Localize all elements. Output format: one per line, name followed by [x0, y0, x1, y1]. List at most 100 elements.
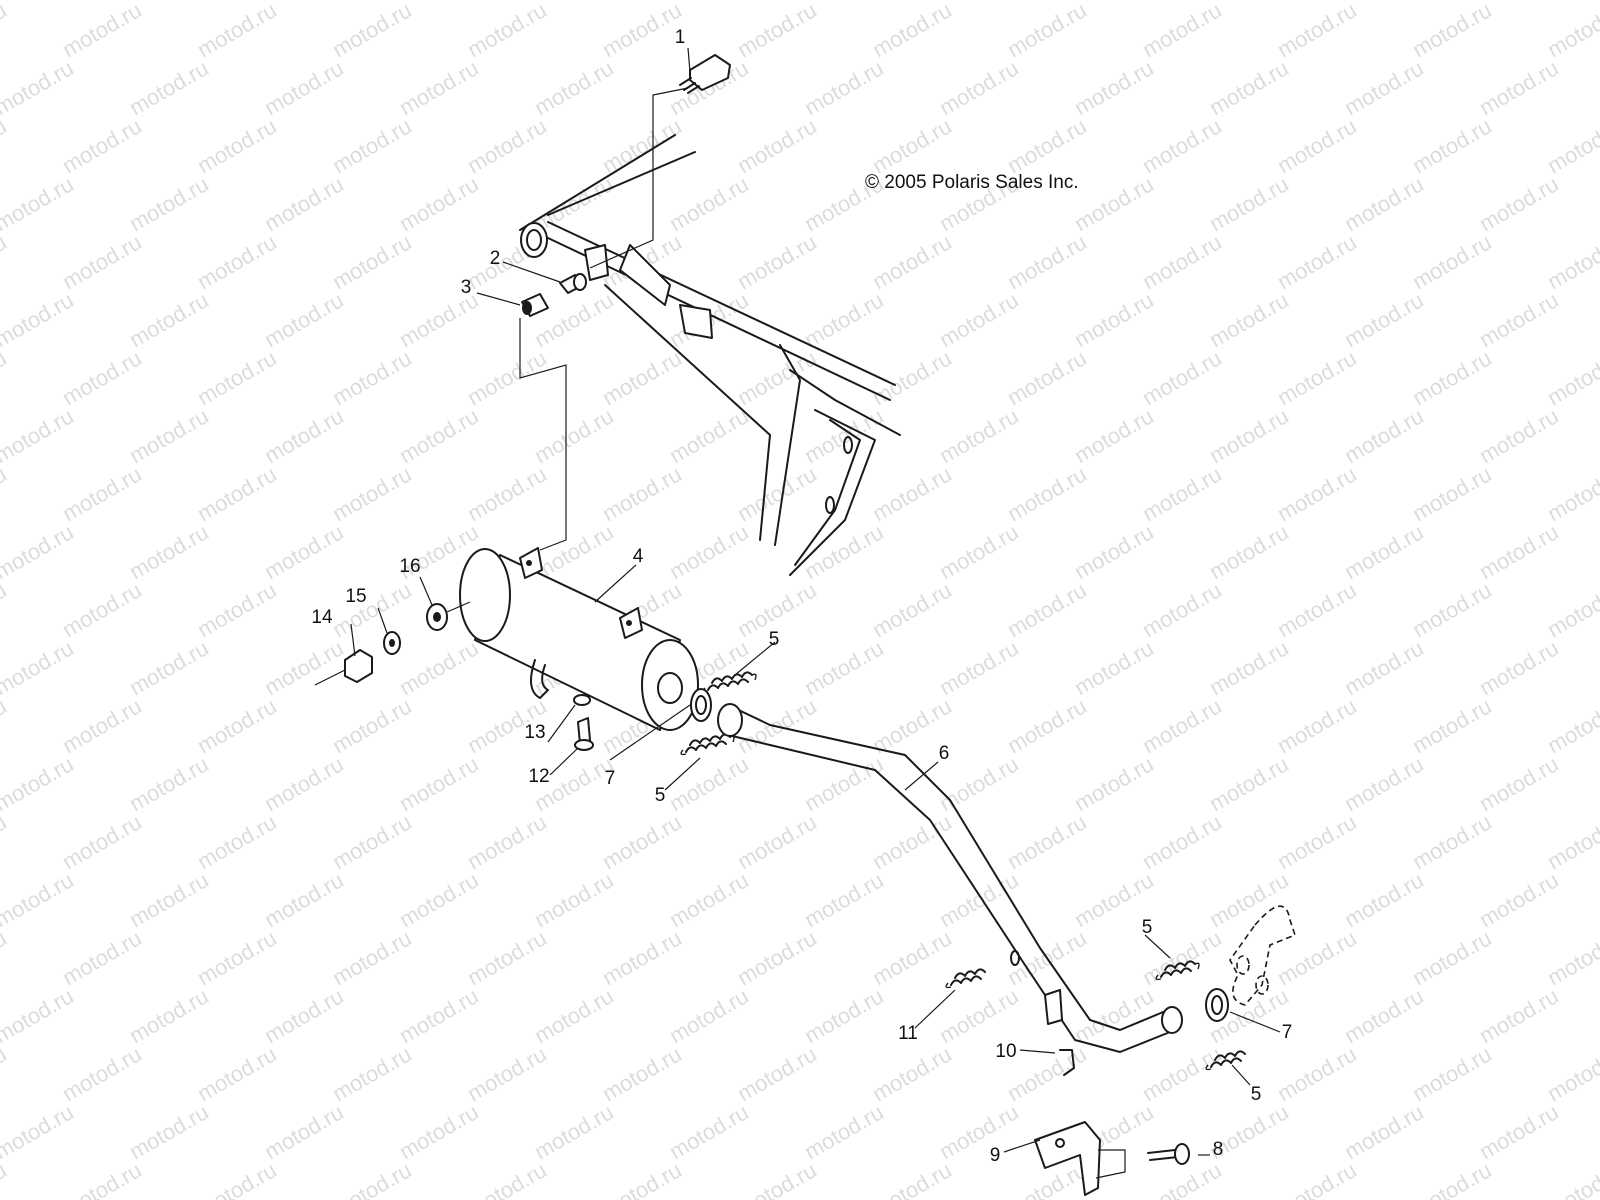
watermark-text: motod.ru [1003, 345, 1091, 410]
watermark-text: motod.ru [1475, 0, 1563, 4]
watermark-text: motod.ru [1340, 287, 1428, 352]
watermark-text: motod.ru [1543, 0, 1600, 62]
callout-11: 11 [898, 1023, 918, 1044]
watermark-text: motod.ru [1138, 113, 1226, 178]
watermark-text: motod.ru [1340, 171, 1428, 236]
watermark-text: motod.ru [1273, 0, 1361, 62]
watermark-text: motod.ru [1273, 229, 1361, 294]
callout-12: 12 [528, 766, 549, 787]
callout-5d: 5 [1251, 1084, 1262, 1105]
watermark-text: motod.ru [58, 693, 146, 758]
part-6-head-pipe [717, 703, 1183, 1053]
watermark-text: motod.ru [800, 403, 888, 468]
watermark-text: motod.ru [598, 461, 686, 526]
watermark-text: motod.ru [1543, 809, 1600, 874]
watermark-text: motod.ru [260, 983, 348, 1048]
watermark-text: motod.ru [58, 809, 146, 874]
watermark-text: motod.ru [463, 113, 551, 178]
watermark-text: motod.ru [328, 229, 416, 294]
watermark-text: motod.ru [1543, 461, 1600, 526]
watermark-text: motod.ru [1273, 1041, 1361, 1106]
watermark-text: motod.ru [868, 1157, 956, 1200]
watermark-text: motod.ru [0, 635, 78, 700]
watermark-text: motod.ru [463, 809, 551, 874]
watermark-text: motod.ru [0, 171, 78, 236]
watermark-text: motod.ru [0, 867, 78, 932]
watermark-text: motod.ru [868, 1041, 956, 1106]
watermark-text: motod.ru [1273, 809, 1361, 874]
watermark-text: motod.ru [193, 345, 281, 410]
watermark-text: motod.ru [598, 0, 686, 62]
watermark-text: motod.ru [0, 809, 11, 874]
watermark-text: motod.ru [733, 113, 821, 178]
watermark-text: motod.ru [530, 403, 618, 468]
watermark-text: motod.ru [1070, 287, 1158, 352]
watermark-text: motod.ru [193, 925, 281, 990]
copyright-notice: © 2005 Polaris Sales Inc. [865, 172, 1079, 193]
watermark-text: motod.ru [260, 0, 348, 4]
watermark-text: motod.ru [260, 867, 348, 932]
callout-1: 1 [675, 27, 686, 48]
watermark-text: motod.ru [193, 693, 281, 758]
part-10-clip [1059, 1049, 1075, 1076]
watermark-text: motod.ru [193, 0, 281, 62]
watermark-text: motod.ru [1138, 577, 1226, 642]
watermark-text: motod.ru [935, 983, 1023, 1048]
watermark-text: motod.ru [530, 55, 618, 120]
watermark-text: motod.ru [1205, 635, 1293, 700]
watermark-text: motod.ru [58, 577, 146, 642]
watermark-text: motod.ru [530, 1099, 618, 1164]
watermark-text: motod.ru [395, 867, 483, 932]
watermark-text: motod.ru [1475, 519, 1563, 584]
watermark-text: motod.ru [1205, 171, 1293, 236]
part-15-washer [383, 631, 401, 655]
watermark-text: motod.ru [0, 229, 11, 294]
part-5-spring-right-upper [1155, 960, 1200, 981]
callout-15: 15 [345, 586, 366, 607]
watermark-text: motod.ru [1205, 55, 1293, 120]
watermark-text: motod.ru [328, 925, 416, 990]
watermark-text: motod.ru [800, 751, 888, 816]
watermark-text: motod.ru [1408, 229, 1496, 294]
part-14-nut [314, 649, 373, 686]
watermark-text: motod.ru [1543, 577, 1600, 642]
watermark-text: motod.ru [260, 287, 348, 352]
watermark-text: motod.ru [328, 0, 416, 62]
watermark-text: motod.ru [0, 345, 11, 410]
watermark-text: motod.ru [260, 171, 348, 236]
watermark-text: motod.ru [1205, 0, 1293, 4]
watermark-text: motod.ru [58, 1041, 146, 1106]
callout-14: 14 [311, 607, 333, 628]
part-5-spring-lower [680, 733, 735, 756]
watermark-text: motod.ru [328, 809, 416, 874]
watermark-text: motod.ru [530, 983, 618, 1048]
watermark-text: motod.ru [1273, 925, 1361, 990]
watermark-text: motod.ru [1205, 751, 1293, 816]
watermark-text: motod.ru [125, 171, 213, 236]
watermark-text: motod.ru [328, 113, 416, 178]
part-5-spring-right-lower [1205, 1050, 1246, 1071]
watermark-text: motod.ru [800, 635, 888, 700]
watermark-text: motod.ru [665, 171, 753, 236]
watermark-text: motod.ru [58, 925, 146, 990]
watermark-text: motod.ru [1408, 0, 1496, 62]
watermark-text: motod.ru [260, 55, 348, 120]
watermark-text: motod.ru [1205, 519, 1293, 584]
watermark-text: motod.ru [935, 635, 1023, 700]
watermark-text: motod.ru [1205, 287, 1293, 352]
watermark-text: motod.ru [1273, 113, 1361, 178]
callout-2: 2 [490, 248, 501, 269]
watermark-text: motod.ru [125, 751, 213, 816]
watermark-text: motod.ru [395, 1099, 483, 1164]
watermark-text: motod.ru [0, 113, 11, 178]
watermark-text: motod.ru [733, 461, 821, 526]
callout-5a: 5 [769, 629, 780, 650]
watermark-text: motod.ru [328, 1041, 416, 1106]
watermark-text: motod.ru [463, 1157, 551, 1200]
watermark-text: motod.ru [800, 287, 888, 352]
watermark-text: motod.ru [733, 345, 821, 410]
watermark-text: motod.ru [1475, 55, 1563, 120]
watermark-text: motod.ru [665, 867, 753, 932]
part-8-bolt [1147, 1143, 1190, 1165]
